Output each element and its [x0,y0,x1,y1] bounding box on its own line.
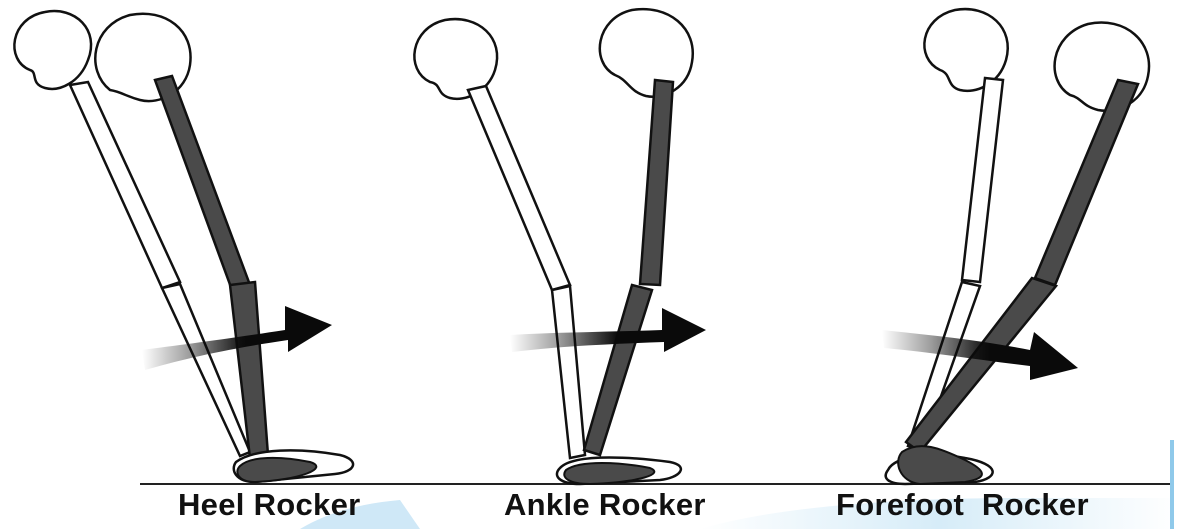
femur-light [468,86,570,290]
heel-rocker-panel [14,11,353,482]
tibia-dark [584,285,652,455]
femoral-head-light [14,11,91,89]
femur-light [70,82,180,288]
foot-dark [237,458,316,482]
femur-light [962,78,1003,282]
caption-ankle-rocker: Ankle Rocker [504,487,706,523]
femoral-head-dark [600,9,693,97]
light-leg [414,19,585,458]
background-edge-line [1170,440,1174,529]
tibia-light [552,286,585,458]
femur-dark [640,80,673,285]
foot-dark [898,446,982,484]
femur-dark [1035,80,1138,285]
ankle-rocker-panel [414,9,706,484]
forefoot-rocker-panel [882,9,1149,484]
femoral-head-dark [1055,23,1149,111]
forward-arrow [510,308,706,352]
caption-heel-rocker: Heel Rocker [178,487,361,523]
caption-forefoot-rocker: Forefoot Rocker [836,487,1089,523]
